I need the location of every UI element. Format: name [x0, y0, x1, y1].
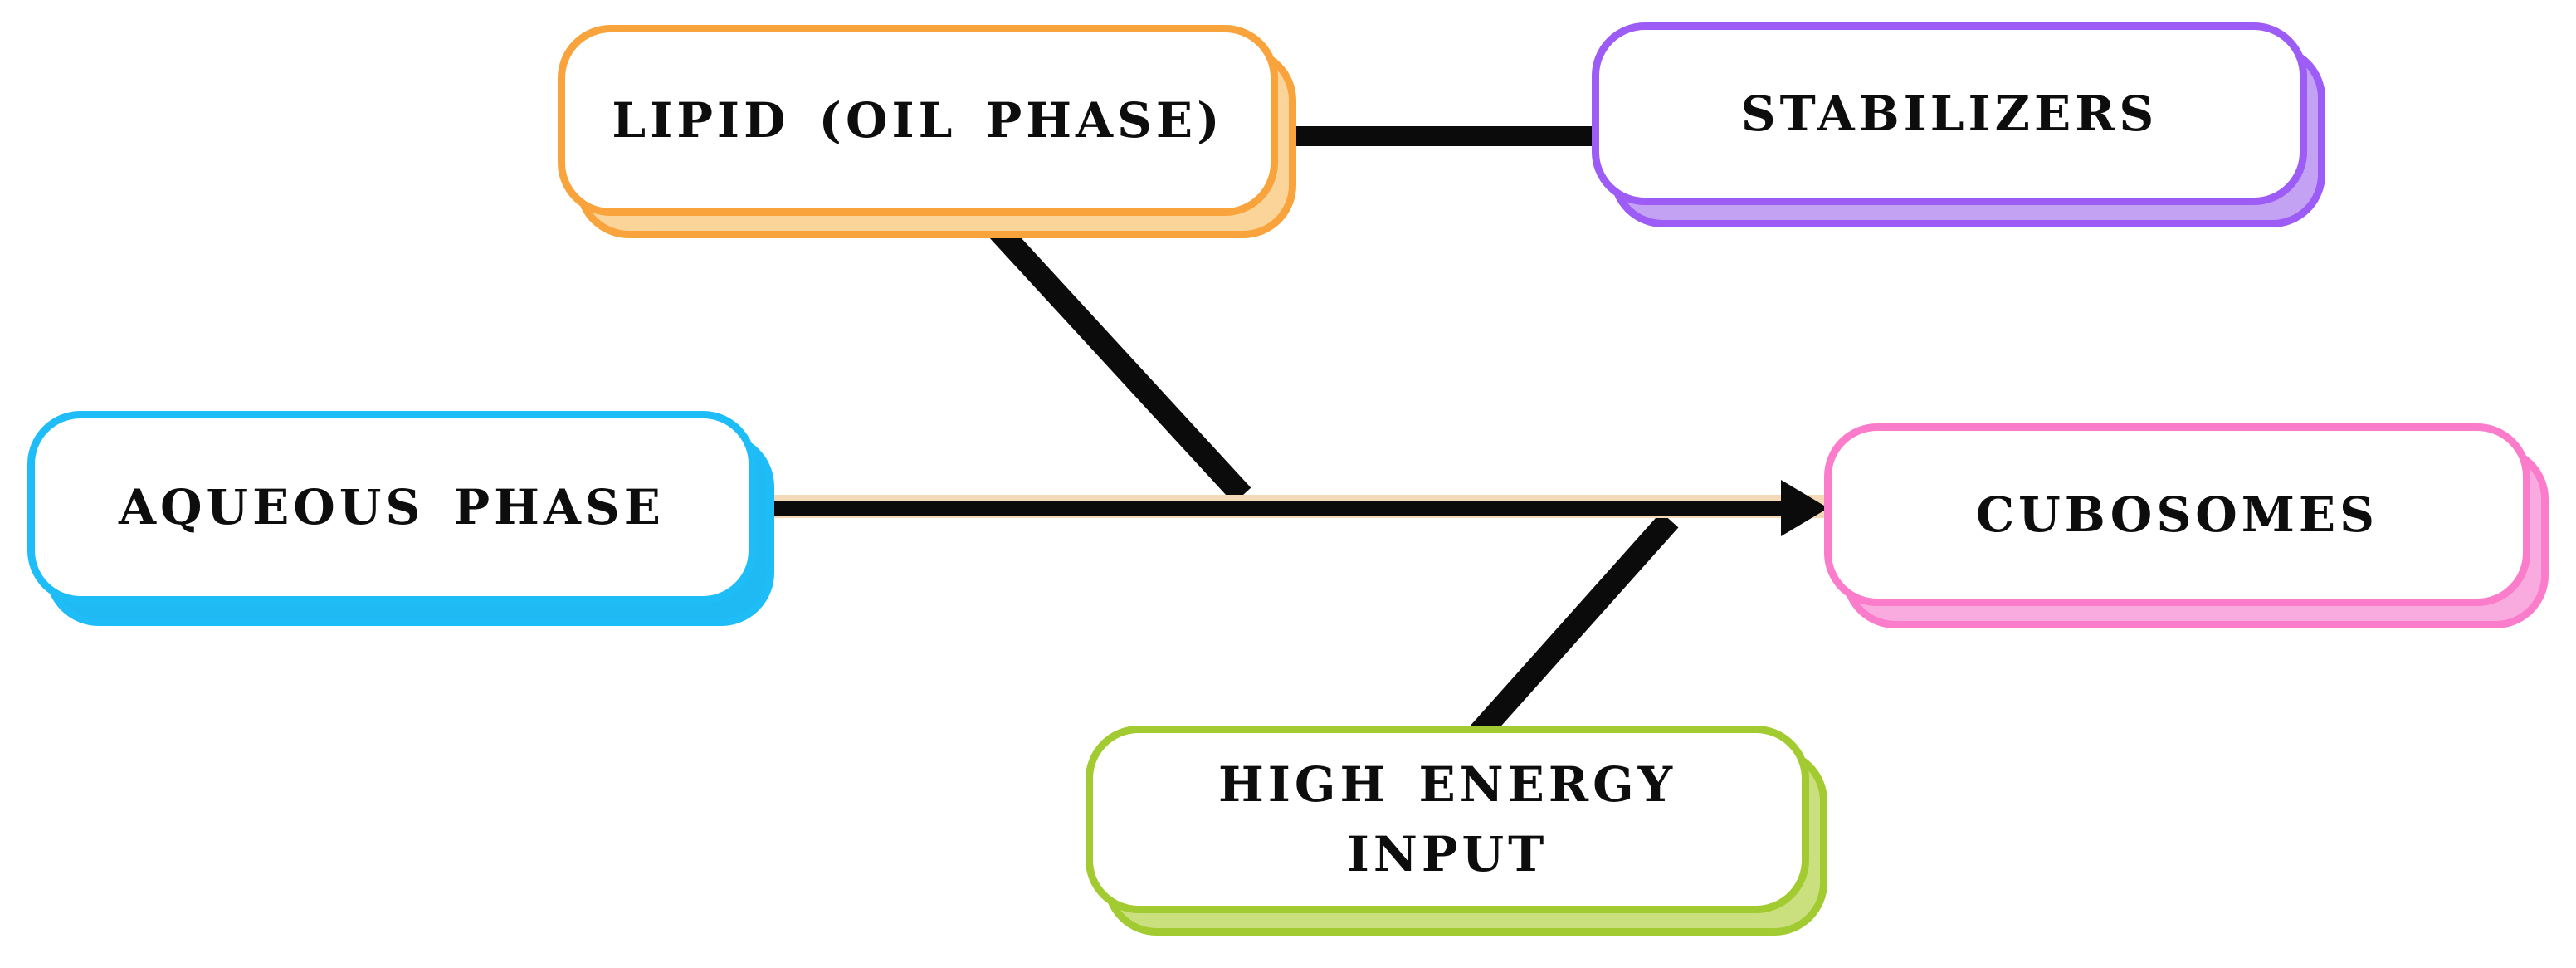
edge-lipid-to-junction-line [967, 198, 1251, 504]
node-label-high-energy-line2: INPUT [1346, 826, 1549, 882]
node-stabilizers: STABILIZERS [1592, 22, 2325, 227]
node-body: AQUEOUS PHASE [27, 411, 756, 604]
node-body: STABILIZERS [1592, 22, 2307, 205]
node-label-aqueous-phase: AQUEOUS PHASE [118, 478, 665, 535]
arrow-head [1781, 480, 1828, 536]
node-aqueous-phase: AQUEOUS PHASE [27, 411, 774, 626]
node-body: HIGH ENERGY INPUT [1086, 726, 1809, 913]
node-label-high-energy-line1: HIGH ENERGY [1217, 755, 1677, 813]
node-label-cubosomes: CUBOSOMES [1975, 486, 2379, 543]
node-cubosomes: CUBOSOMES [1824, 423, 2549, 628]
arrow-shaft [762, 501, 1791, 516]
edge-high-energy-to-junction-line [1466, 511, 1679, 746]
node-body: CUBOSOMES [1824, 423, 2530, 606]
node-lipid-oil-phase: LIPID (OIL PHASE) [558, 25, 1296, 238]
node-label-stabilizers: STABILIZERS [1740, 85, 2159, 142]
edge-lipid-stabilizers-line [1276, 126, 1598, 146]
node-body: LIPID (OIL PHASE) [558, 25, 1278, 216]
node-label-lipid-oil-phase: LIPID (OIL PHASE) [612, 91, 1224, 149]
node-high-energy-input: HIGH ENERGY INPUT [1086, 726, 1827, 936]
